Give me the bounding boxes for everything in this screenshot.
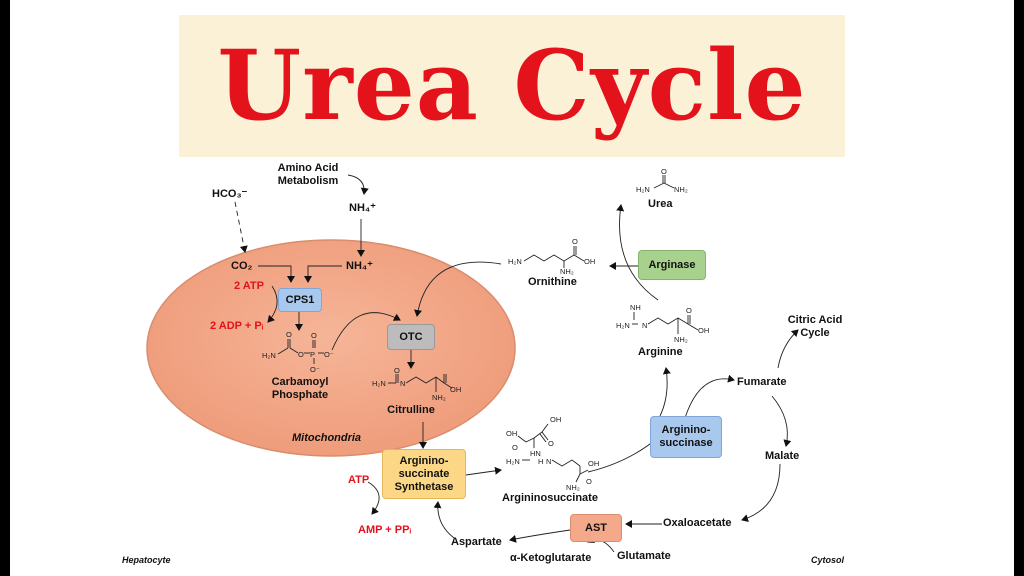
- label-citric-acid-cycle: Citric Acid Cycle: [787, 314, 843, 339]
- svg-text:NH₂: NH₂: [566, 483, 580, 492]
- svg-text:OH: OH: [588, 459, 599, 468]
- svg-text:N: N: [642, 321, 647, 330]
- argininosuccinate-structure: OH O OH O HN H₂N H N OH O NH₂: [506, 415, 599, 492]
- svg-text:O: O: [572, 237, 578, 246]
- diagram-canvas: Urea Cycle: [10, 0, 1014, 576]
- label-carbamoyl-phosphate: Carbamoyl Phosphate: [271, 376, 329, 401]
- label-hepatocyte: Hepatocyte: [122, 555, 171, 565]
- svg-text:N: N: [400, 379, 405, 388]
- label-fumarate: Fumarate: [737, 376, 787, 388]
- svg-text:OH: OH: [550, 415, 561, 424]
- svg-text:O: O: [394, 366, 400, 375]
- label-argininosuccinate: Argininosuccinate: [502, 492, 598, 504]
- label-nh4-top: NH₄⁺: [349, 202, 376, 214]
- carbamoyl-phosphate-structure: H₂N O O P O O⁻ O⁻: [262, 330, 334, 374]
- svg-text:HN: HN: [530, 449, 541, 458]
- label-2adp-pi: 2 ADP + Pᵢ: [210, 320, 264, 332]
- svg-text:H₂N: H₂N: [616, 321, 630, 330]
- enzyme-ast: AST: [570, 514, 622, 542]
- enzyme-arginase: Arginase: [638, 250, 706, 280]
- svg-text:O: O: [686, 306, 692, 315]
- enzyme-argininosuccinate-synthetase: Arginino- succinate Synthetase: [382, 449, 466, 499]
- svg-text:OH: OH: [506, 429, 517, 438]
- arginine-structure: NH H₂N N O OH NH₂: [616, 303, 709, 344]
- label-mitochondria: Mitochondria: [292, 432, 362, 444]
- svg-text:NH₂: NH₂: [432, 393, 446, 402]
- svg-text:NH₂: NH₂: [674, 335, 688, 344]
- svg-text:OH: OH: [698, 326, 709, 335]
- label-alpha-ketoglutarate: α-Ketoglutarate: [510, 552, 592, 564]
- svg-text:O: O: [661, 167, 667, 176]
- label-cytosol: Cytosol: [811, 555, 845, 565]
- svg-text:H₂N: H₂N: [372, 379, 386, 388]
- svg-text:O: O: [548, 439, 554, 448]
- svg-text:H₂N: H₂N: [636, 185, 650, 194]
- svg-text:O: O: [586, 477, 592, 486]
- svg-text:O: O: [311, 331, 317, 340]
- svg-text:H: H: [538, 457, 543, 466]
- svg-text:N: N: [546, 457, 551, 466]
- enzyme-argininosuccinase: Arginino- succinase: [650, 416, 722, 458]
- svg-text:P: P: [310, 350, 315, 359]
- label-malate: Malate: [765, 450, 800, 462]
- label-amino-acid-metabolism: Amino Acid Metabolism: [277, 162, 339, 187]
- svg-text:OH: OH: [584, 257, 595, 266]
- label-2atp: 2 ATP: [234, 280, 264, 292]
- label-urea: Urea: [648, 198, 673, 210]
- label-nh4-mito: NH₄⁺: [346, 260, 373, 272]
- page-title: Urea Cycle: [217, 29, 807, 142]
- enzyme-otc: OTC: [387, 324, 435, 350]
- svg-text:O: O: [512, 443, 518, 452]
- svg-text:NH: NH: [630, 303, 641, 312]
- label-oxaloacetate: Oxaloacetate: [663, 517, 732, 529]
- title-banner: Urea Cycle: [179, 15, 845, 157]
- label-amp-ppi: AMP + PPᵢ: [358, 524, 412, 536]
- svg-text:H₂N: H₂N: [506, 457, 520, 466]
- svg-text:H₂N: H₂N: [508, 257, 522, 266]
- svg-text:O⁻: O⁻: [324, 350, 334, 359]
- enzyme-cps1: CPS1: [278, 288, 322, 312]
- svg-text:H₂N: H₂N: [262, 351, 276, 360]
- label-ornithine: Ornithine: [528, 276, 577, 288]
- label-aspartate: Aspartate: [451, 536, 502, 548]
- svg-text:NH₂: NH₂: [674, 185, 688, 194]
- svg-text:O: O: [298, 350, 304, 359]
- svg-text:O: O: [286, 330, 292, 339]
- label-hco3: HCO₃⁻: [212, 188, 248, 200]
- urea-structure: O H₂N NH₂: [636, 167, 688, 194]
- mitochondrion-shape: [146, 239, 516, 457]
- label-citrulline: Citrulline: [387, 404, 435, 416]
- svg-text:NH₂: NH₂: [560, 267, 574, 276]
- label-arginine: Arginine: [638, 346, 683, 358]
- label-glutamate: Glutamate: [617, 550, 671, 562]
- pathway-arrows: [146, 174, 799, 553]
- citrulline-structure: H₂N O N OH NH₂: [372, 366, 461, 402]
- label-atp: ATP: [348, 474, 370, 486]
- label-co2: CO₂: [231, 260, 253, 272]
- ornithine-structure: H₂N O OH NH₂: [508, 237, 595, 276]
- svg-text:O⁻: O⁻: [310, 365, 320, 374]
- svg-text:OH: OH: [450, 385, 461, 394]
